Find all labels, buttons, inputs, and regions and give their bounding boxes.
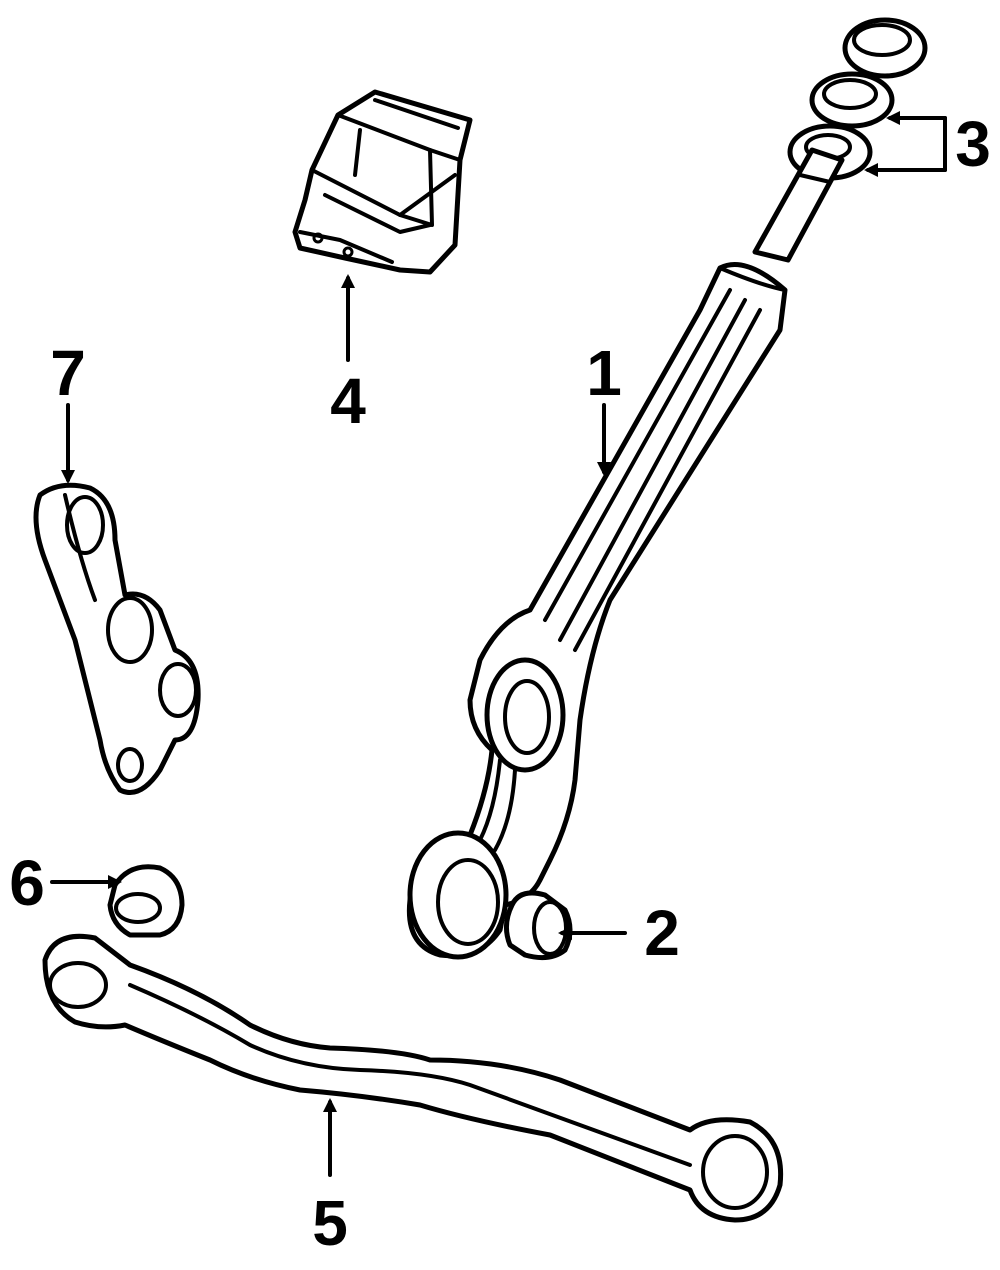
callout-7: 7: [50, 337, 86, 484]
callout-label-5: 5: [312, 1187, 348, 1259]
callout-label-4: 4: [330, 365, 366, 437]
lateral-link-part: [42, 933, 784, 1223]
callout-label-7: 7: [50, 337, 86, 409]
callout-1: 1: [586, 337, 622, 476]
callout-label-1: 1: [586, 337, 622, 409]
bushing-part: [504, 890, 573, 961]
callout-label-6: 6: [9, 847, 45, 919]
callout-3: 3: [864, 108, 991, 180]
bracket-part: [33, 482, 201, 795]
strut-rod-part: [406, 147, 845, 960]
callout-6: 6: [9, 847, 122, 919]
mount-block-part: [292, 89, 473, 275]
callout-5: 5: [312, 1098, 348, 1259]
callout-label-2: 2: [644, 897, 680, 969]
callout-label-3: 3: [955, 108, 991, 180]
callout-4: 4: [330, 274, 366, 437]
small-bushing-part: [107, 864, 185, 938]
callout-2: 2: [558, 897, 680, 969]
